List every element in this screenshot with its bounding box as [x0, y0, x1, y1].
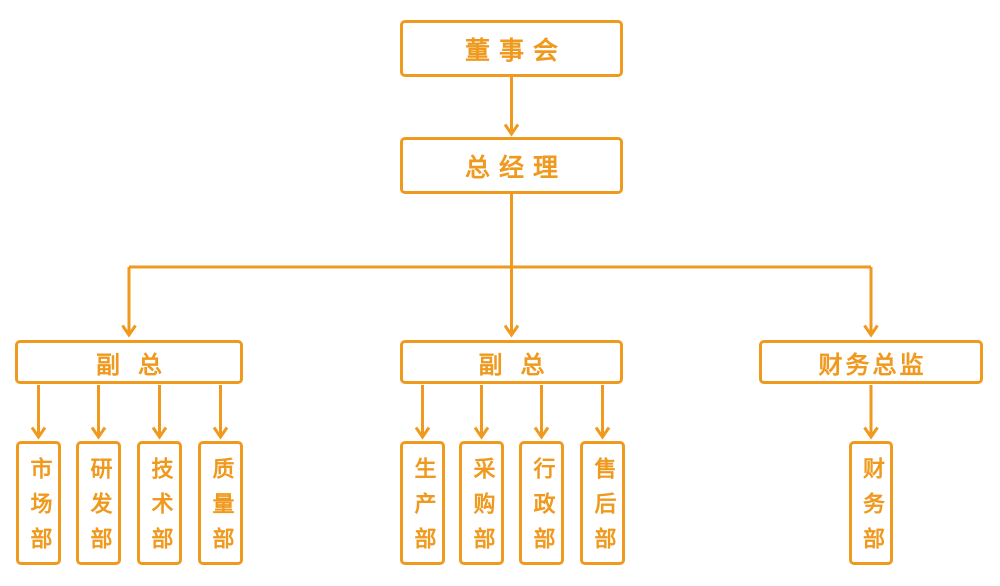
dept-label: 采购部 [469, 457, 495, 562]
node-dept-purchasing: 采购部 [459, 441, 504, 565]
node-dept-finance: 财务部 [849, 441, 893, 565]
node-vice-president-2: 副总 [400, 340, 623, 384]
dept-label: 质量部 [208, 457, 234, 562]
node-dept-technology: 技术部 [137, 441, 182, 565]
node-dept-aftersales: 售后部 [580, 441, 625, 565]
dept-label: 技术部 [147, 457, 173, 562]
node-dept-quality: 质量部 [198, 441, 243, 565]
node-vice-president-1: 副总 [15, 340, 243, 384]
dept-label: 财务部 [859, 457, 884, 562]
node-finance-director: 财务总监 [759, 340, 983, 384]
node-general-manager: 总经理 [400, 137, 623, 194]
dept-label: 生产部 [410, 457, 436, 562]
dept-label: 行政部 [529, 457, 555, 562]
dept-label: 市场部 [26, 457, 52, 562]
node-dept-rnd: 研发部 [76, 441, 121, 565]
node-board-of-directors: 董事会 [400, 20, 623, 77]
node-dept-production: 生产部 [400, 441, 445, 565]
node-dept-administration: 行政部 [519, 441, 564, 565]
node-dept-marketing: 市场部 [16, 441, 61, 565]
dept-label: 售后部 [590, 457, 616, 562]
dept-label: 研发部 [86, 457, 112, 562]
